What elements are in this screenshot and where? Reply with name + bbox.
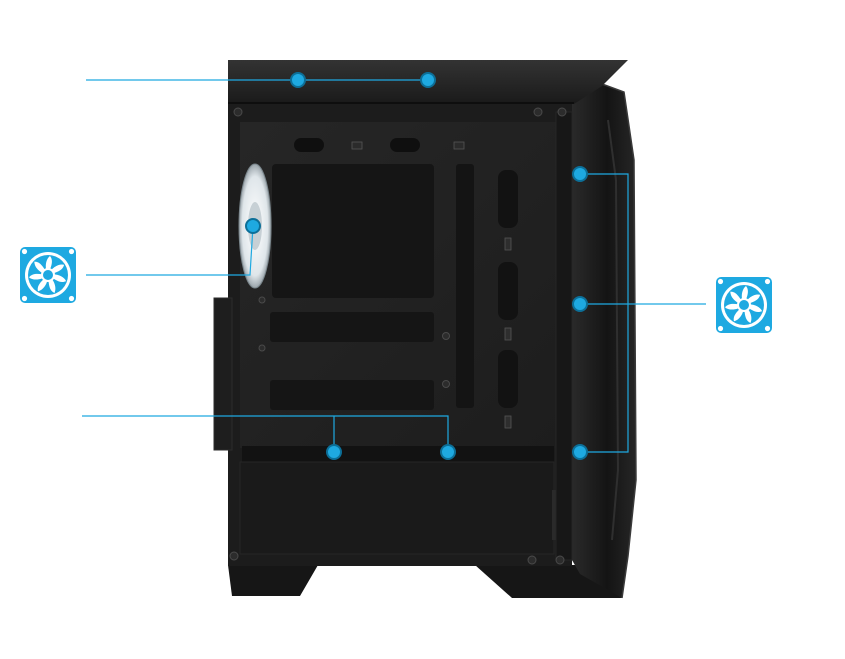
cable-column [456, 164, 474, 408]
rear-io-strip [213, 297, 233, 451]
mount-point [326, 444, 342, 460]
fan-icon [20, 247, 76, 303]
screw [233, 107, 243, 117]
mount-point [572, 166, 588, 182]
cable-cutout [351, 141, 363, 150]
grommet [498, 350, 518, 408]
mount-point [572, 444, 588, 460]
screw [442, 332, 450, 340]
tie-point [504, 237, 512, 251]
bottom-vent [242, 446, 554, 462]
callout-bottom [82, 415, 449, 452]
grommet [498, 262, 518, 320]
mount-point [572, 296, 588, 312]
screw [533, 107, 543, 117]
screw [229, 551, 239, 561]
front-fan-rail [555, 111, 573, 561]
tie-point [504, 327, 512, 341]
slot-cutout [270, 312, 434, 342]
screw [258, 296, 266, 304]
case-screws [229, 107, 567, 565]
screw [555, 555, 565, 565]
psu-shroud [239, 461, 555, 555]
tie-point [504, 415, 512, 429]
screw [527, 555, 537, 565]
mount-point [290, 72, 306, 88]
screw [557, 107, 567, 117]
front-panel [572, 84, 636, 598]
grommet [498, 170, 518, 228]
mount-points [245, 72, 588, 460]
callout-rear [86, 225, 254, 276]
rear-foot [228, 565, 318, 596]
psu-shroud-lip [552, 490, 558, 540]
mount-point [245, 218, 261, 234]
case-body [213, 60, 637, 599]
slot-cutout [270, 380, 434, 410]
cpu-cutout [272, 164, 434, 298]
fan-icon [716, 277, 772, 333]
mount-point [440, 444, 456, 460]
front-panel-ridge [607, 119, 620, 541]
cable-cutout [453, 141, 465, 150]
front-panel-edge [601, 83, 637, 599]
screw [442, 380, 450, 388]
screw [258, 344, 266, 352]
mount-point [420, 72, 436, 88]
cable-cutout [390, 138, 420, 152]
cable-cutout [294, 138, 324, 152]
